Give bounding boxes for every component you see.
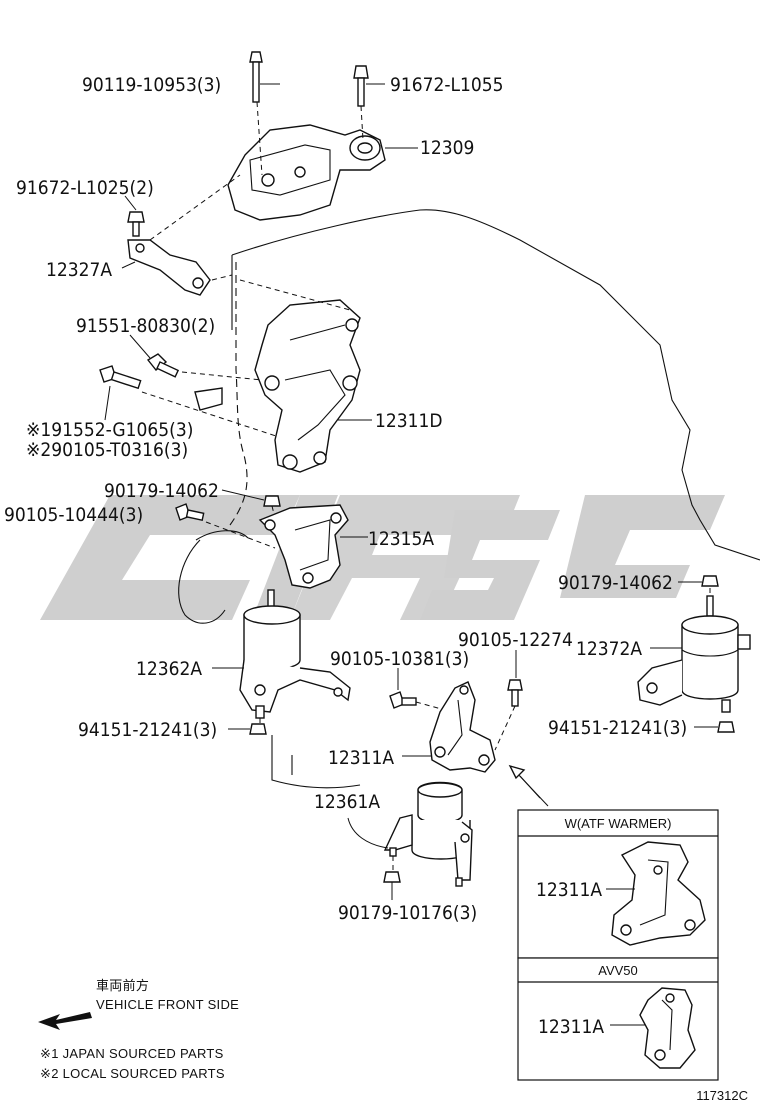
label-90105-10444: 90105-10444(3) (4, 504, 143, 526)
nut-90179-10176 (383, 871, 401, 883)
legend-note-1: ※1 JAPAN SOURCED PARTS (40, 1046, 224, 1061)
part-12311A-bracket (429, 681, 496, 773)
label-91552-g1065: ※191552-G1065(3) (26, 419, 193, 441)
bolt-90119-10953 (249, 51, 263, 103)
part-12361A-mount (383, 781, 473, 887)
label-91672-l1025: 91672-L1025(2) (16, 177, 154, 199)
bolt-90105-10444 (175, 503, 205, 522)
legend-note-2: ※2 LOCAL SOURCED PARTS (40, 1066, 225, 1081)
label-94151-21241-left: 94151-21241(3) (78, 719, 217, 741)
nut-94151-21241-left (249, 723, 267, 735)
label-91672-l1055: 91672-L1055 (390, 74, 504, 96)
bolt-91672-l1055 (353, 65, 369, 107)
part-12327A-stay (127, 239, 211, 296)
bolt-90105-10381 (389, 691, 417, 709)
label-90105-12274: 90105-12274 (458, 629, 573, 651)
label-12311D: 12311D (375, 410, 443, 432)
label-12311A: 12311A (328, 747, 394, 769)
label-12372A: 12372A (576, 638, 642, 660)
nut-94151-21241-right (717, 721, 735, 733)
label-90105-10381: 90105-10381(3) (330, 648, 469, 670)
label-12361A: 12361A (314, 791, 380, 813)
inset-title-atf-warmer: W(ATF WARMER) (565, 816, 672, 831)
label-12327A: 12327A (46, 259, 112, 281)
nut-90179-14062-right (701, 575, 719, 587)
inset-label-12311A-avv50: 12311A (538, 1016, 604, 1038)
inset-label-12311A-atf: 12311A (536, 879, 602, 901)
label-94151-21241-right: 94151-21241(3) (548, 717, 687, 739)
inset-box-avv50 (517, 957, 719, 1081)
vehicle-front-arrow-icon (38, 1012, 92, 1030)
inset-box-atf-warmer (517, 809, 719, 959)
bolt-90105-12274 (507, 679, 523, 707)
label-91551-80830: 91551-80830(2) (76, 315, 215, 337)
legend-japanese: 車両前方 (96, 978, 149, 993)
engine-outline (178, 209, 760, 789)
part-12309-bracket (227, 124, 386, 221)
label-90179-14062-right: 90179-14062 (558, 572, 673, 594)
bolt-91672-l1025 (127, 211, 145, 237)
label-90179-10176: 90179-10176(3) (338, 902, 477, 924)
bolt-91552-g1065 (99, 365, 142, 390)
part-12311D-bracket (194, 299, 361, 473)
label-12309: 12309 (420, 137, 474, 159)
bolt-91551-80830 (146, 353, 180, 378)
figure-id: 117312C (696, 1088, 748, 1103)
label-90119-10953: 90119-10953(3) (82, 74, 221, 96)
label-12362A: 12362A (136, 658, 202, 680)
part-12362A-mount (239, 589, 351, 719)
legend-vehicle-front: VEHICLE FRONT SIDE (96, 997, 239, 1012)
label-12315A: 12315A (368, 528, 434, 550)
inset-title-avv50: AVV50 (598, 963, 638, 978)
watermark-logo (40, 495, 725, 620)
part-12372A-mount (637, 595, 751, 713)
label-90179-14062-left: 90179-14062 (104, 480, 219, 502)
nut-90179-14062-left (263, 495, 281, 507)
part-12315A-bracket (258, 504, 349, 589)
label-90105-t0316: ※290105-T0316(3) (26, 439, 188, 461)
inset-arrow (508, 764, 549, 807)
